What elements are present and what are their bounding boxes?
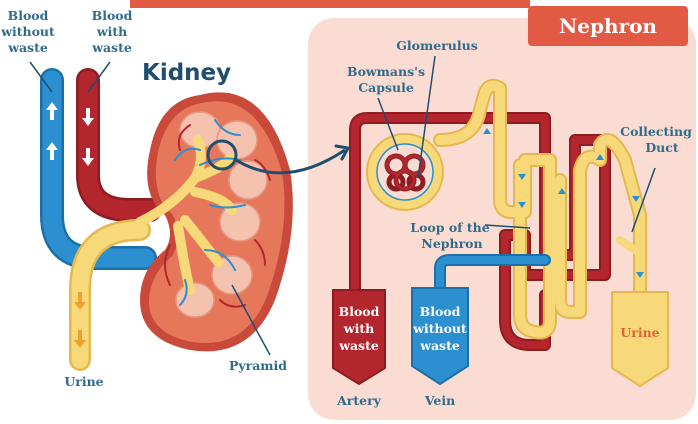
label-loop-line-2: Nephron xyxy=(421,236,482,251)
label-collecting-line-2: Duct xyxy=(645,140,679,155)
vein-sign xyxy=(412,288,468,384)
vein-sign-line-1: Blood xyxy=(420,304,461,319)
label-blood-without-waste-2: without xyxy=(0,24,55,39)
label-blood-with-waste-3: waste xyxy=(91,40,132,55)
artery-sign-line-3: waste xyxy=(338,338,379,353)
label-pyramid: Pyramid xyxy=(229,358,287,373)
top-banner-strip xyxy=(130,0,530,8)
label-loop-line-1: Loop of the xyxy=(410,220,489,235)
label-blood-without-waste-3: waste xyxy=(7,40,48,55)
label-blood-without-waste-1: Blood xyxy=(8,8,49,23)
label-blood-with-waste-2: with xyxy=(96,24,127,39)
artery-sign-line-1: Blood xyxy=(339,304,380,319)
label-glomerulus: Glomerulus xyxy=(396,38,478,53)
label-bowmans-line-2: Capsule xyxy=(358,80,414,95)
nephron-title: Nephron xyxy=(559,14,657,38)
artery-sign-line-2: with xyxy=(343,321,374,336)
vein-sign-line-3: waste xyxy=(419,338,460,353)
renal-artery xyxy=(88,80,150,210)
label-bowmans-line-1: Bowmans's xyxy=(347,64,425,79)
label-vein: Vein xyxy=(424,393,455,408)
urine-sign-label: Urine xyxy=(620,325,659,340)
label-artery: Artery xyxy=(336,393,382,408)
label-blood-with-waste-1: Blood xyxy=(92,8,133,23)
vein-sign-line-2: without xyxy=(412,321,467,336)
label-collecting-line-1: Collecting xyxy=(620,124,692,139)
kidney-title: Kidney xyxy=(142,60,231,86)
label-urine: Urine xyxy=(64,374,103,389)
